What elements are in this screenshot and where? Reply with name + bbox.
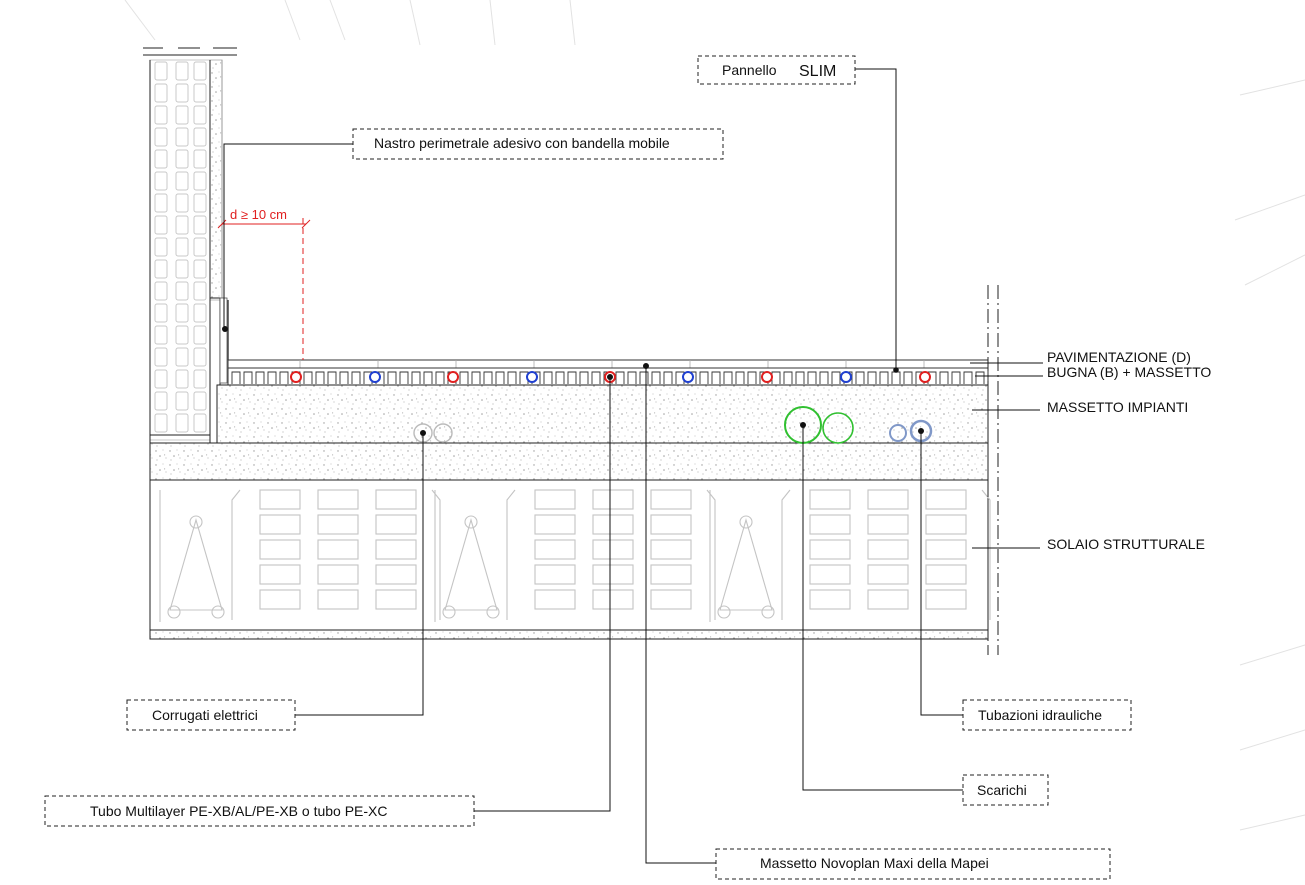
label-pannello-slim: Pannello SLIM (697, 55, 856, 85)
label-massetto-novoplan: Massetto Novoplan Maxi della Mapei (715, 848, 1111, 880)
tubazioni-text: Tubazioni idrauliche (978, 707, 1102, 723)
tubo-text: Tubo Multilayer PE-XB/AL/PE-XB o tubo PE… (90, 803, 388, 819)
masonry-wall (143, 47, 237, 444)
label-tubazioni: Tubazioni idrauliche (962, 699, 1132, 731)
nastro-text: Nastro perimetrale adesivo con bandella … (374, 135, 670, 151)
solaio-label: SOLAIO STRUTTURALE (1047, 536, 1205, 552)
label-nastro: Nastro perimetrale adesivo con bandella … (352, 128, 724, 160)
label-tubo-multilayer: Tubo Multilayer PE-XB/AL/PE-XB o tubo PE… (44, 795, 475, 827)
distance-dimension: d ≥ 10 cm (217, 207, 311, 360)
scarichi-text: Scarichi (977, 782, 1027, 798)
massetto-novoplan-text: Massetto Novoplan Maxi della Mapei (760, 855, 989, 871)
pannello-text: Pannello (722, 62, 777, 78)
leader-dots (222, 326, 924, 436)
leader-lines (223, 68, 1043, 864)
label-scarichi: Scarichi (962, 774, 1049, 806)
background-sketch-lines (124, 0, 1305, 831)
massetto-impianti-label: MASSETTO IMPIANTI (1047, 399, 1188, 415)
pavimentazione-label: PAVIMENTAZIONE (D) (1047, 349, 1191, 365)
floor-layers (149, 285, 999, 655)
slim-text: SLIM (799, 63, 836, 80)
bugna-label: BUGNA (B) + MASSETTO (1047, 364, 1211, 380)
radiant-pipes (290, 371, 931, 383)
label-corrugati: Corrugati elettrici (126, 699, 296, 731)
distance-label: d ≥ 10 cm (230, 207, 287, 222)
corrugati-text: Corrugati elettrici (152, 707, 258, 723)
